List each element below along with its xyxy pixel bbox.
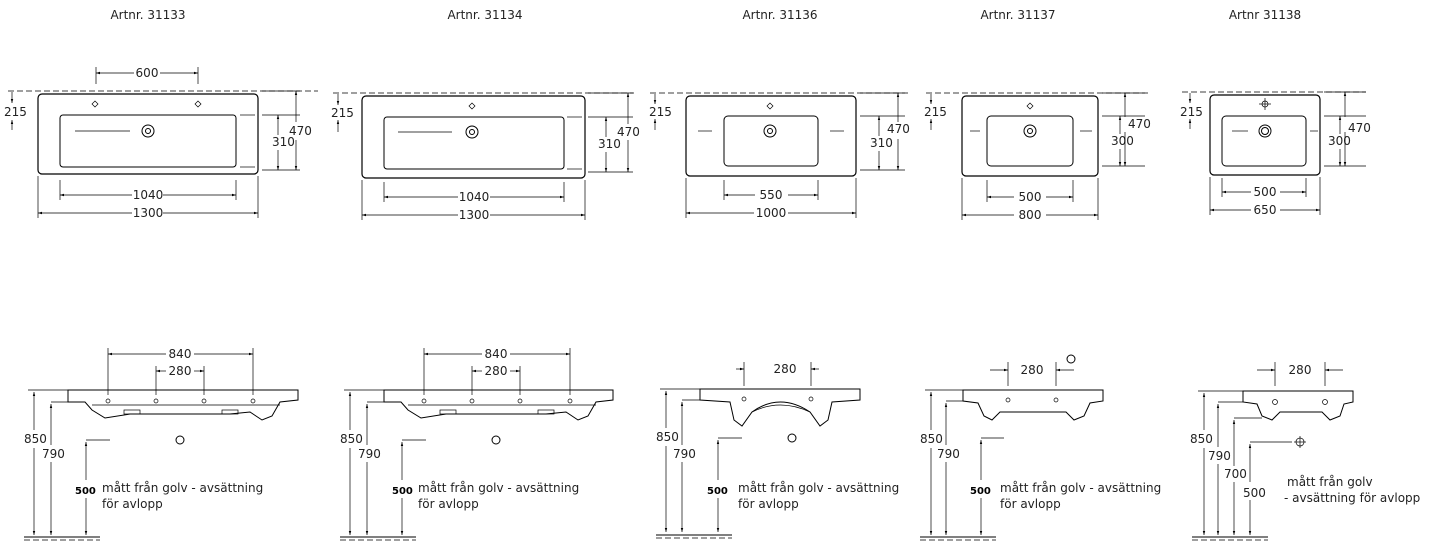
dim-470-e: 470 [1348,121,1371,135]
dim-600: 600 [136,66,159,80]
note-line2-b: för avlopp [418,497,479,511]
dim-310: 310 [272,135,295,149]
note-alt-line2: - avsättning för avlopp [1284,491,1420,505]
dim-790-c: 790 [673,447,696,461]
dim-280-b: 280 [485,364,508,378]
dim-1040: 1040 [133,188,164,202]
note-line2-d: för avlopp [1000,497,1061,511]
title-31137: Artnr. 31137 [980,8,1055,22]
side-view-31136: 280 850 790 500 mått från golv - avsättn… [656,362,899,539]
title-31134: Artnr. 31134 [447,8,522,22]
dim-1300: 1300 [133,206,164,220]
top-view-31133: 600 215 310 470 1040 1300 [4,66,318,220]
dim-215-d: 215 [924,105,947,119]
dim-300-b: 300 [1328,134,1351,148]
dim-850-e: 850 [1190,432,1213,446]
dim-790-d: 790 [937,447,960,461]
note-line1-c: mått från golv - avsättning [738,481,899,495]
dim-850-d: 850 [920,432,943,446]
side-view-31137: 280 850 790 500 mått från golv - avsättn… [920,354,1161,541]
side-view-31138: 280 850 790 700 500 mått från golv - avs… [1190,362,1420,541]
side-view-31134: 840 280 850 790 500 mått från golv - avs… [340,347,614,541]
dim-310-b: 310 [598,137,621,151]
note-line1: mått från golv - avsättning [102,481,263,495]
dim-215-c: 215 [649,105,672,119]
dim-550: 550 [760,188,783,202]
dim-215-e: 215 [1180,105,1203,119]
dim-1300-b: 1300 [459,208,490,222]
dim-500-side-b: 500 [392,486,413,497]
dim-840: 840 [169,347,192,361]
note-line1-b: mått från golv - avsättning [418,481,579,495]
note-line2: för avlopp [102,497,163,511]
dim-850-b: 850 [340,432,363,446]
dim-500-side: 500 [75,486,96,497]
top-view-31134: 215 310 470 1040 1300 [331,92,640,222]
dim-1040-b: 1040 [459,190,490,204]
top-view-31137: 215 300 470 500 800 [924,92,1151,222]
dim-790-b: 790 [358,447,381,461]
dim-850: 850 [24,432,47,446]
dim-500-side-e: 500 [1243,486,1266,500]
top-view-31138: 215 300 470 500 650 [1180,91,1371,217]
top-view-31136: 215 310 470 550 1000 [649,92,910,220]
dim-280-d: 280 [1021,363,1044,377]
dim-850-c: 850 [656,430,679,444]
dim-500-side-d: 500 [970,486,991,497]
dim-800: 800 [1019,208,1042,222]
dim-300: 300 [1111,134,1134,148]
side-view-31133: 840 280 850 790 500 mått från golv - avs… [24,347,299,541]
dim-500-side-c: 500 [707,486,728,497]
dim-280-c: 280 [774,362,797,376]
dim-500: 500 [1019,190,1042,204]
dim-790-e: 790 [1208,449,1231,463]
dim-310-c: 310 [870,136,893,150]
title-31133: Artnr. 31133 [110,8,185,22]
dim-280: 280 [169,364,192,378]
dim-470-b: 470 [617,125,640,139]
note-line1-d: mått från golv - avsättning [1000,481,1161,495]
dim-790: 790 [42,447,65,461]
title-31138: Artnr 31138 [1229,8,1301,22]
dim-280-e: 280 [1289,363,1312,377]
dim-700: 700 [1224,467,1247,481]
dim-470-d: 470 [1128,117,1151,131]
dim-215-b: 215 [331,106,354,120]
dim-650: 650 [1254,203,1277,217]
dim-470: 470 [289,124,312,138]
note-alt-line1: mått från golv [1287,475,1373,489]
title-31136: Artnr. 31136 [742,8,817,22]
dim-1000: 1000 [756,206,787,220]
dim-470-c: 470 [887,122,910,136]
dim-840-b: 840 [485,347,508,361]
note-line2-c: för avlopp [738,497,799,511]
dim-500-b: 500 [1254,185,1277,199]
dim-215: 215 [4,105,27,119]
